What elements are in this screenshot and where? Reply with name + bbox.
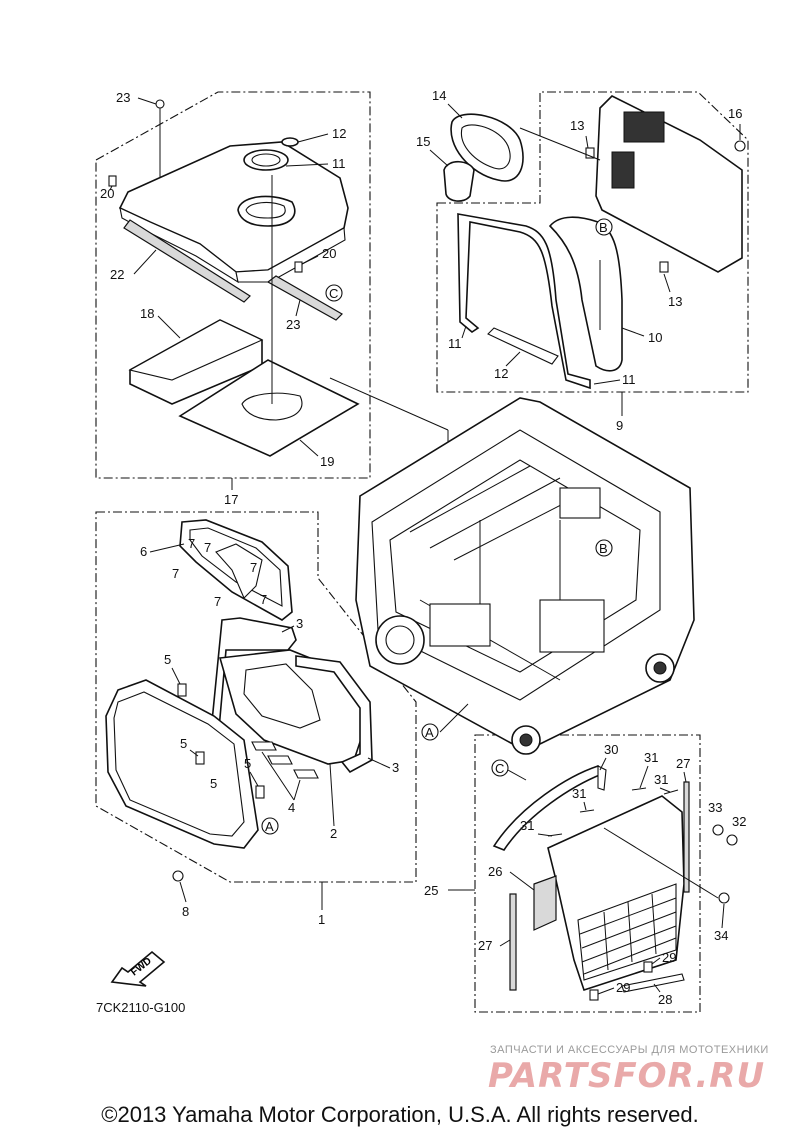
callout: 7: [188, 536, 195, 551]
group-box-9: [436, 91, 749, 393]
callout: 2: [330, 826, 337, 841]
reference-letters: C B B A C A: [261, 218, 613, 835]
group-box-25: [474, 734, 701, 1013]
callout: 4: [288, 800, 295, 815]
callout: 7: [250, 560, 257, 575]
copyright-notice: ©2013 Yamaha Motor Corporation, U.S.A. A…: [101, 1102, 699, 1127]
fwd-arrow-icon: FWD: [110, 950, 166, 987]
callout: 31: [654, 772, 668, 787]
callout: 7: [214, 594, 221, 609]
callout: 5: [244, 756, 251, 771]
parts-diagram: 23 12 11 20 22 20 23 18 19 17 14 15 13 1…: [95, 88, 749, 1015]
callout: 10: [648, 330, 662, 345]
callout: 9: [616, 418, 623, 433]
callout: 29: [662, 950, 676, 965]
callout: 3: [392, 760, 399, 775]
callout: 25: [424, 883, 438, 898]
diagram-code: 7CK2110-G100: [96, 1000, 185, 1015]
group-box-17: [95, 91, 371, 479]
callout: 20: [322, 246, 336, 261]
callout: 5: [180, 736, 187, 751]
callout: 12: [494, 366, 508, 381]
ref-letter: C: [329, 286, 338, 301]
callout: 32: [732, 814, 746, 829]
callout: 28: [658, 992, 672, 1007]
callout: 16: [728, 106, 742, 121]
watermark-tagline: ЗАПЧАСТИ И АКСЕССУАРЫ ДЛЯ МОТОТЕХНИКИ: [490, 1044, 769, 1056]
grille-lines: [579, 893, 677, 975]
rear-cover-group: [443, 95, 746, 390]
callout: 27: [478, 938, 492, 953]
callout: 13: [668, 294, 682, 309]
watermark-logo: PARTSFOR.RU: [488, 1056, 766, 1096]
ref-letter: B: [599, 541, 608, 556]
callout: 27: [676, 756, 690, 771]
callout: 12: [332, 126, 346, 141]
callout: 11: [622, 372, 636, 387]
callout: 7: [204, 540, 211, 555]
callout: 34: [714, 928, 728, 943]
ref-letter: B: [599, 220, 608, 235]
callout: 6: [140, 544, 147, 559]
callout: 31: [572, 786, 586, 801]
callout: 11: [448, 336, 462, 351]
callout: 31: [644, 750, 658, 765]
callout: 33: [708, 800, 722, 815]
callout: 13: [570, 118, 584, 133]
callout: 20: [100, 186, 114, 201]
callout: 23: [286, 317, 300, 332]
callout: 5: [164, 652, 171, 667]
callout: 29: [616, 980, 630, 995]
top-cover-group: [108, 99, 449, 512]
callout: 8: [182, 904, 189, 919]
callout: 19: [320, 454, 334, 469]
callout-labels: 23 12 11 20 22 20 23 18 19 17 14 15 13 1…: [100, 88, 746, 1007]
callout: 31: [520, 818, 534, 833]
group-box-1: [95, 511, 417, 883]
callout: 18: [140, 306, 154, 321]
callout: 7: [172, 566, 179, 581]
callout: 3: [296, 616, 303, 631]
callout: 30: [604, 742, 618, 757]
side-cover-group: [105, 519, 373, 882]
callout: 1: [318, 912, 325, 927]
front-cover-group: [492, 765, 738, 1001]
callout: 11: [332, 156, 346, 171]
callout: 5: [210, 776, 217, 791]
callout: 7: [260, 592, 267, 607]
callout: 17: [224, 492, 238, 507]
callout: 14: [432, 88, 446, 103]
callout: 15: [416, 134, 430, 149]
ref-letter: C: [495, 761, 504, 776]
frame: [355, 397, 695, 755]
callout: 22: [110, 267, 124, 282]
ref-letter: A: [425, 725, 434, 740]
callout: 23: [116, 90, 130, 105]
callout: 26: [488, 864, 502, 879]
ref-letter: A: [265, 819, 274, 834]
